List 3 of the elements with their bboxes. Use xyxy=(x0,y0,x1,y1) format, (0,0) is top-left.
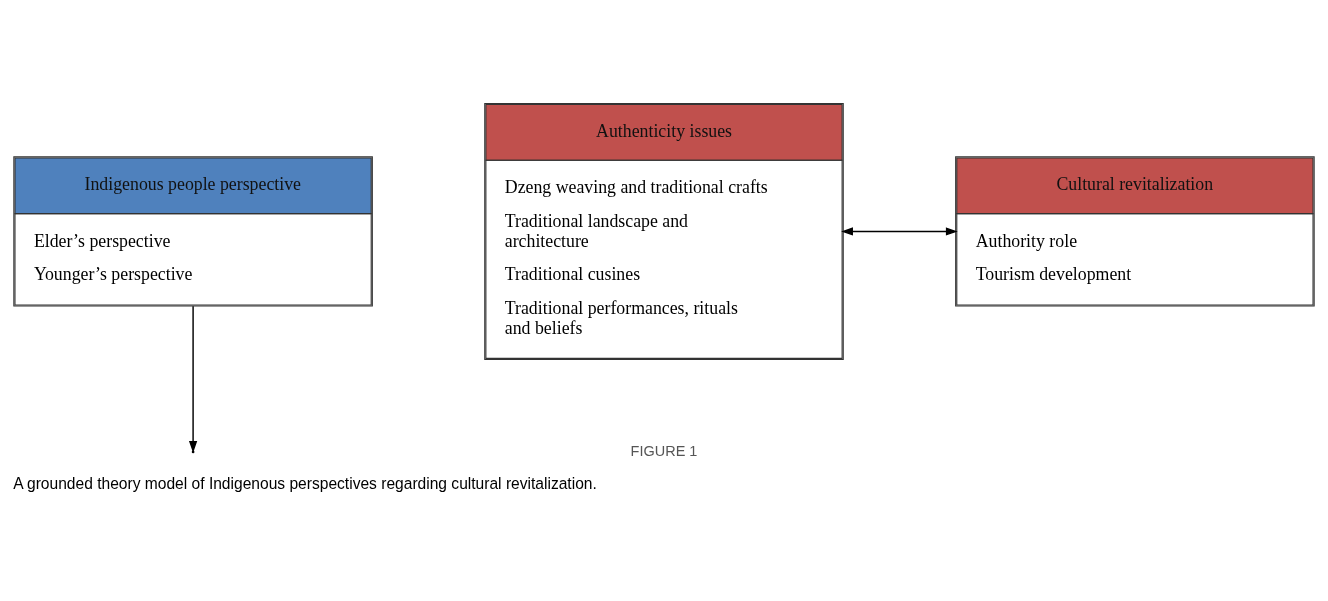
caption: A grounded theory model of Indigenous perspectives regarding cultural revitalization. xyxy=(13,474,597,492)
arrow xyxy=(841,227,958,236)
label: FIGURE 1 xyxy=(630,442,698,459)
